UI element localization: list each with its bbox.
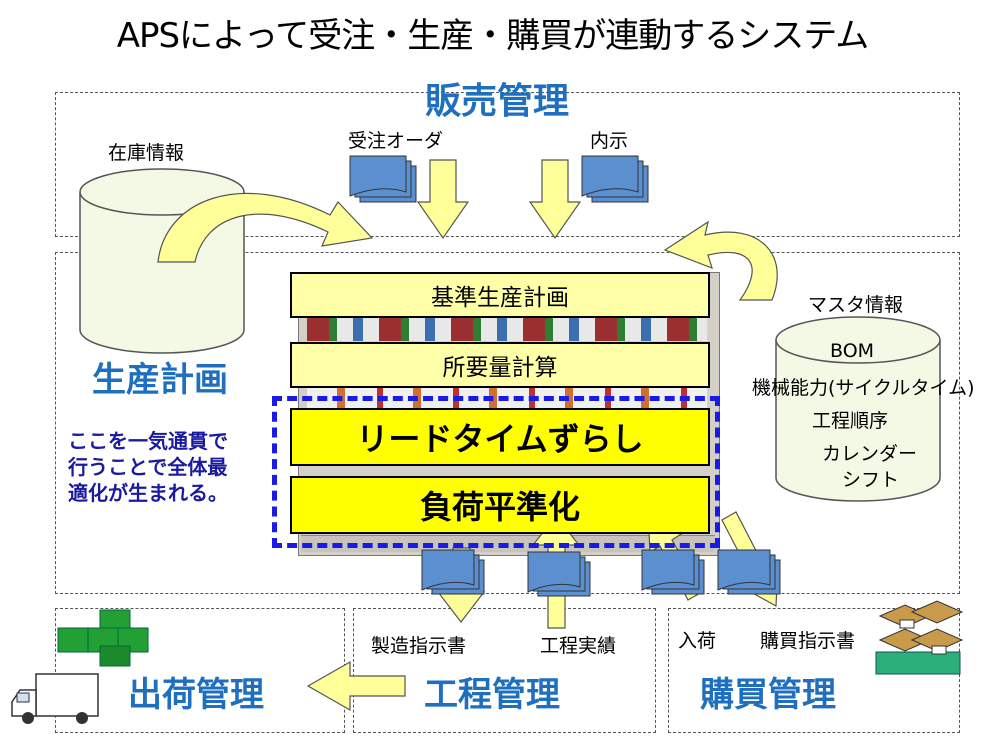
page-title: APSによって受注・生産・購買が連動するシステム [116,16,870,56]
sales-section-title: 販売管理 [425,81,570,122]
shipping-left-arrow [306,660,406,712]
mrp-step: 所要量計算 [290,342,710,388]
receiving-document-icon [641,549,705,595]
purchasing-section-title: 購買管理 [700,675,836,715]
master-item-routing: 工程順序 [812,410,889,432]
planning-frame [55,252,960,594]
forecast-label: 内示 [590,130,629,152]
master-item-machine: 機械能力(サイクルタイム) [752,377,975,399]
manufacturing-document-icon [421,549,485,595]
manufacturing-order-label: 製造指示書 [371,635,467,657]
order-down-arrow [416,159,470,240]
leveling-step: 負荷平準化 [290,476,710,534]
process-section-title: 工程管理 [424,675,560,715]
master-item-calendar: カレンダー [822,443,918,465]
integration-note: ここを一気通貫で 行うことで全体最 適化が生まれる。 [68,428,228,506]
leadtime-step: リードタイムずらし [290,408,710,466]
note-line: ここを一気通貫で [68,429,228,453]
mps-step: 基準生産計画 [290,272,710,318]
planning-section-title: 生産計画 [92,360,228,400]
master-cylinder [775,316,941,502]
inventory-curved-arrow [157,192,374,263]
master-label: マスタ情報 [808,294,904,316]
parts-icon [875,600,964,675]
highlight-frame [272,396,720,548]
shipping-boxes-icon [57,609,149,667]
master-item-bom: BOM [830,340,875,362]
purchase-document-icon [717,549,781,595]
master-curved-arrow [663,220,778,301]
order-document-icon [349,155,417,203]
inventory-label: 在庫情報 [108,142,185,164]
purchase-order-label: 購買指示書 [760,630,856,652]
gantt-bars [307,315,707,341]
results-document-icon [527,551,591,597]
forecast-down-arrow [528,159,582,240]
forecast-document-icon [581,155,649,203]
note-line: 適化が生まれる。 [68,481,228,505]
shipping-section-title: 出荷管理 [128,675,264,715]
process-frame [353,608,656,733]
note-line: 行うことで全体最 [68,455,228,479]
master-item-shift: シフト [842,469,900,491]
truck-icon [11,673,99,724]
order-label: 受注オーダ [348,130,444,152]
process-results-label: 工程実績 [540,635,617,657]
receiving-label: 入荷 [678,630,717,652]
sales-frame [55,92,960,237]
